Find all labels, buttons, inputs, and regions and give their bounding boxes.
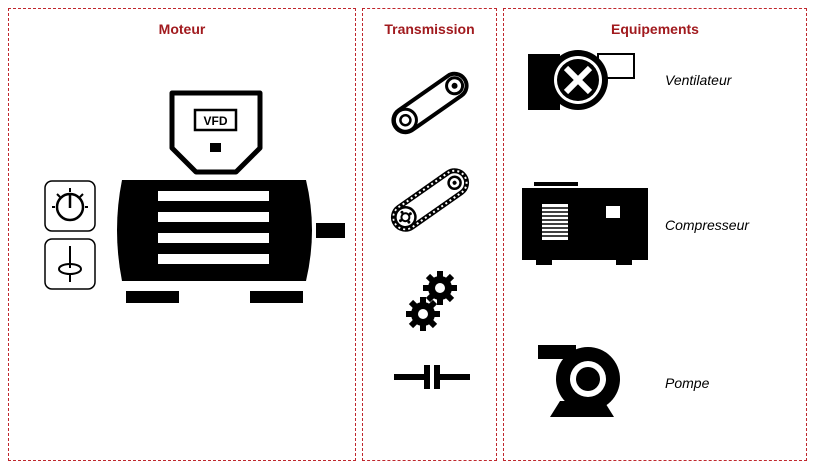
transmission-title: Transmission [384,21,475,37]
pump-icon [538,345,620,417]
chain-drive-icon [390,168,470,232]
pump-label: Pompe [665,375,710,391]
vfd-drive-icon [169,90,263,175]
transmission-panel: Transmission [362,8,497,461]
coupling-icon [394,365,470,389]
encoder-gauge-icon [44,180,96,232]
electric-motor-icon: VFD [117,90,345,303]
compressor-label: Compresseur [665,217,750,233]
moteur-title: Moteur [158,21,206,37]
fan-icon [528,50,635,110]
compressor-icon [522,182,648,265]
fan-label: Ventilateur [665,72,732,88]
equipements-title: Equipements [611,21,699,37]
gears-icon [406,271,457,331]
vfd-label: VFD [204,114,228,128]
belt-drive-icon [391,71,469,135]
equipements-panel: Equipements [503,8,807,461]
sensor-probe-icon [44,238,96,290]
moteur-panel: Moteur [8,8,356,461]
